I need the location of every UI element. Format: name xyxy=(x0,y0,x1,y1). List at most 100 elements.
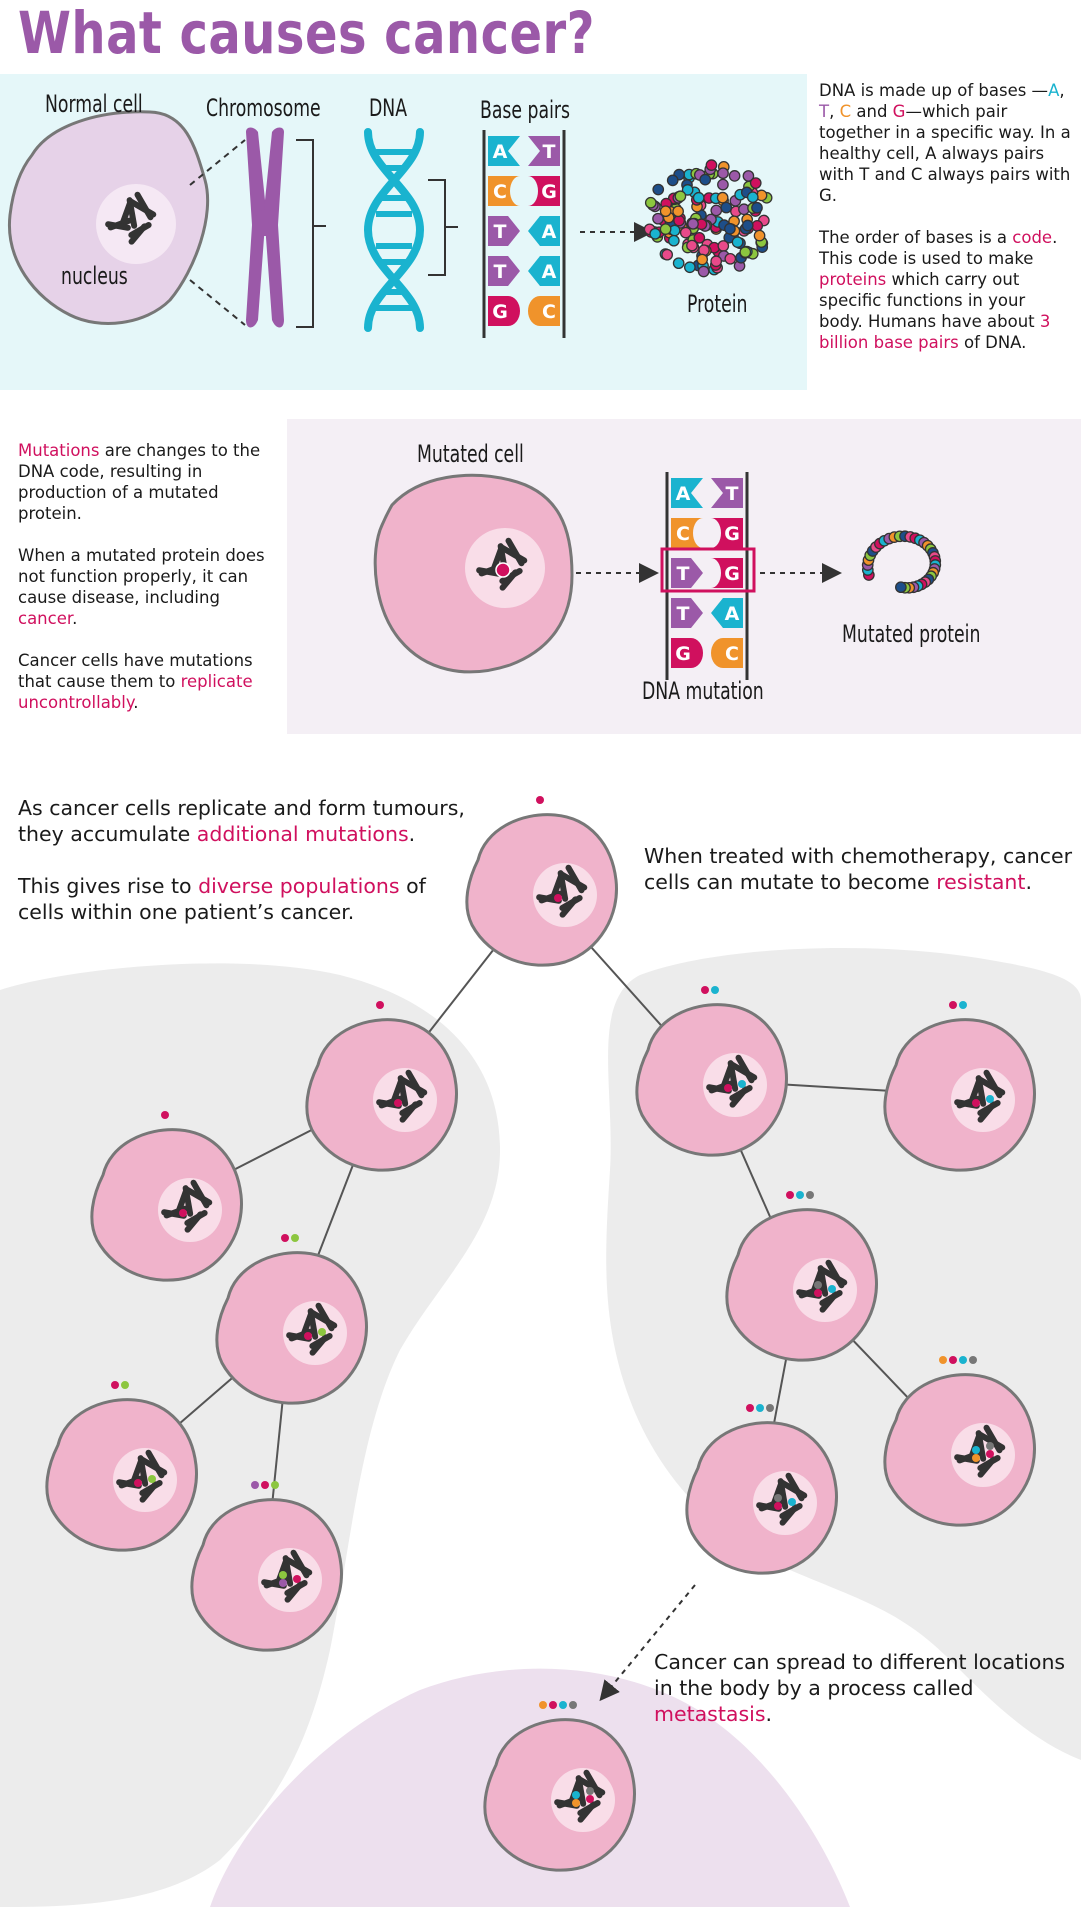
base-letter: A xyxy=(493,141,508,163)
base-letter: G xyxy=(492,301,508,323)
protein-bead xyxy=(710,204,723,217)
protein-bead xyxy=(705,159,718,171)
mutation-mark xyxy=(572,1799,580,1807)
protein-bead xyxy=(672,257,685,270)
mutation-dot xyxy=(786,1191,794,1199)
base-letter: A xyxy=(676,483,691,505)
protein-bead xyxy=(696,253,709,266)
label-nucleus: nucleus xyxy=(61,262,128,290)
mutated-protein-icon xyxy=(861,530,942,594)
base-letter: A xyxy=(725,603,740,625)
protein-bead xyxy=(698,244,710,257)
base-letter: G xyxy=(724,523,740,545)
cancer-cell xyxy=(685,1404,839,1575)
base-letter: C xyxy=(676,523,690,545)
base-letter: G xyxy=(541,181,557,203)
protein-bead xyxy=(659,223,672,235)
protein-icon xyxy=(643,159,773,278)
protein-bead xyxy=(753,229,766,242)
mutation-dot xyxy=(766,1404,774,1412)
base-A xyxy=(528,256,560,286)
mutation-dot xyxy=(251,1481,259,1489)
protein-bead xyxy=(710,255,723,268)
cancer-cell xyxy=(483,1701,637,1872)
mutation-dot xyxy=(291,1234,299,1242)
base-G xyxy=(711,558,743,588)
mutation-dot xyxy=(949,1356,957,1364)
mutation-mark xyxy=(293,1575,301,1583)
base-A xyxy=(711,598,743,628)
mutation-mark xyxy=(134,1479,142,1487)
base-A xyxy=(528,216,560,246)
base-A xyxy=(488,136,520,166)
mutation-mark xyxy=(586,1787,594,1795)
mutation-mark xyxy=(986,1450,994,1458)
mutation-dot xyxy=(796,1191,804,1199)
protein-bead xyxy=(699,173,712,186)
cancer-cell xyxy=(725,1191,879,1362)
protein-bead xyxy=(697,265,710,278)
mutation-dot xyxy=(756,1404,764,1412)
label-mutated-protein: Mutated protein xyxy=(842,620,981,648)
protein-bead xyxy=(687,217,699,230)
base-letter: T xyxy=(494,221,507,243)
mutation-mark xyxy=(586,1795,594,1803)
mutation-mark xyxy=(814,1281,822,1289)
mutation-dot xyxy=(111,1381,119,1389)
protein-bead xyxy=(644,196,657,209)
mutation-mark xyxy=(774,1494,782,1502)
base-T xyxy=(528,136,560,166)
mutation-dot xyxy=(376,1001,384,1009)
metastasis-arrow xyxy=(599,1584,696,1702)
protein-bead xyxy=(668,234,680,247)
base-letter: A xyxy=(542,261,557,283)
mutation-highlight-box xyxy=(660,547,756,593)
protein-bead xyxy=(895,581,907,594)
mutation-mark xyxy=(972,1446,980,1454)
mutation-mark xyxy=(972,1099,980,1107)
label-mutated-cell: Mutated cell xyxy=(417,440,524,468)
mutation-mark xyxy=(304,1332,312,1340)
protein-bead xyxy=(751,220,764,232)
mutation-dot xyxy=(549,1701,557,1709)
mutation-dot xyxy=(536,796,544,804)
mutation-dot xyxy=(701,986,709,994)
mutation-dot xyxy=(569,1701,577,1709)
mutation-dot xyxy=(281,1234,289,1242)
mutation-dot xyxy=(711,986,719,994)
label-chromosome: Chromosome xyxy=(206,94,321,122)
protein-bead xyxy=(749,177,762,189)
base-letter: T xyxy=(543,141,556,163)
cancer-cell xyxy=(635,986,789,1157)
protein-bead xyxy=(716,191,729,204)
protein-bead xyxy=(728,170,741,182)
mutation-mark xyxy=(788,1498,796,1506)
protein-bead xyxy=(717,167,729,180)
mutation-mark xyxy=(972,1454,980,1462)
base-G xyxy=(488,296,520,326)
label-protein: Protein xyxy=(687,290,748,318)
cancer-cell xyxy=(305,1001,459,1172)
mutation-dot xyxy=(806,1191,814,1199)
protein-bead xyxy=(679,226,692,239)
protein-bead xyxy=(672,205,684,218)
base-letter: T xyxy=(677,563,690,585)
base-letter: A xyxy=(542,221,557,243)
protein-bead xyxy=(741,219,754,232)
base-C xyxy=(488,176,520,206)
mutation-mark xyxy=(828,1285,836,1293)
cancer-cell xyxy=(883,1001,1037,1172)
chromosome-icon xyxy=(246,127,284,328)
dna-intro-p2: The order of bases is a code. This code … xyxy=(819,228,1058,352)
base-letter: C xyxy=(542,301,556,323)
base-G xyxy=(671,638,703,668)
base-T xyxy=(488,216,520,246)
cancer-cell xyxy=(45,1381,199,1552)
mutation-mark xyxy=(279,1571,287,1579)
mutation-mark xyxy=(814,1289,822,1297)
mutation-dot xyxy=(939,1356,947,1364)
mutation-mark xyxy=(774,1502,782,1510)
protein-bead xyxy=(724,252,737,265)
